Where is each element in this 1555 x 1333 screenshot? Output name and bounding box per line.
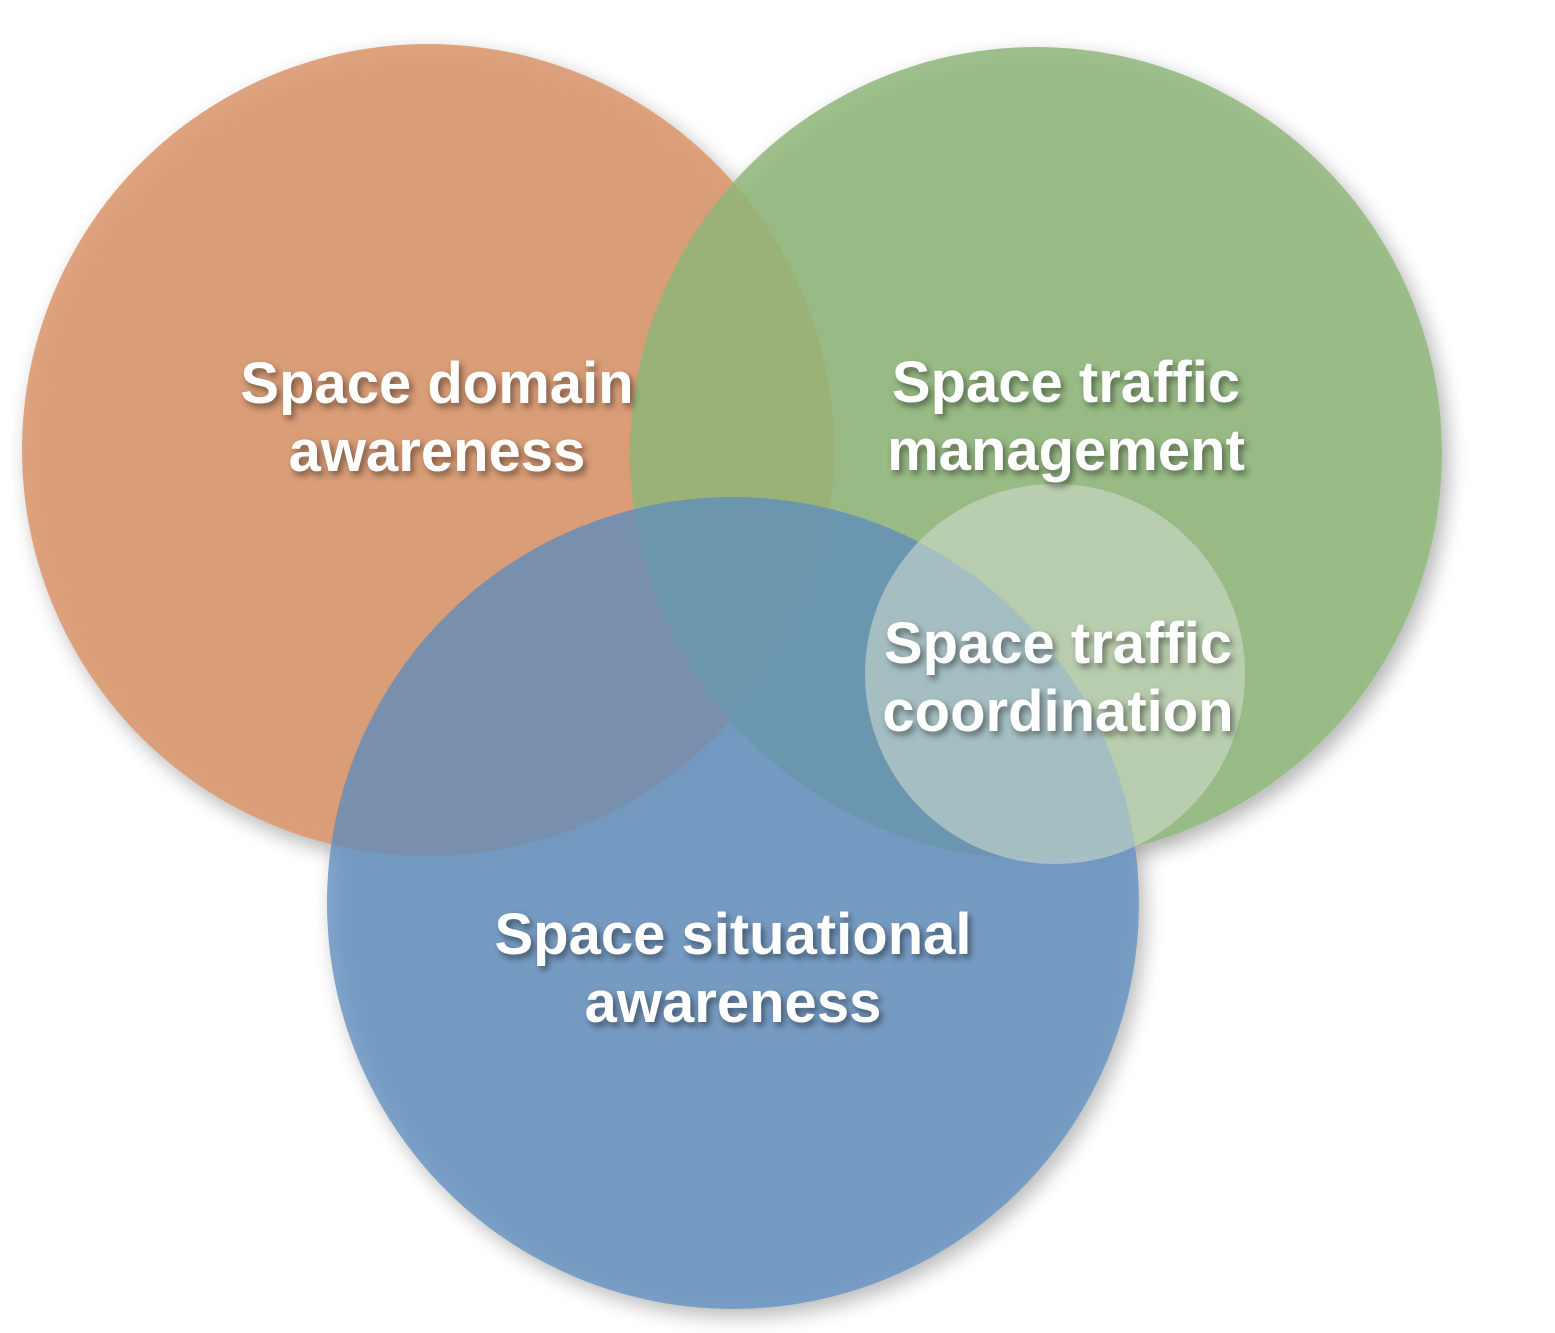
label-space-traffic-management: Space traffic management <box>887 349 1245 485</box>
label-line: coordination <box>882 679 1234 744</box>
label-line: awareness <box>288 419 586 484</box>
label-line: Space situational <box>494 902 972 967</box>
label-line: awareness <box>584 970 882 1035</box>
circle-space-traffic-coordination <box>865 484 1245 864</box>
label-line: Space domain <box>240 351 634 416</box>
label-space-domain-awareness: Space domain awareness <box>240 350 633 486</box>
label-line: Space traffic <box>883 611 1233 676</box>
label-line: Space traffic <box>891 350 1241 415</box>
label-line: management <box>887 418 1245 483</box>
label-space-traffic-coordination: Space traffic coordination <box>882 610 1233 746</box>
label-space-situational-awareness: Space situational awareness <box>494 901 971 1037</box>
